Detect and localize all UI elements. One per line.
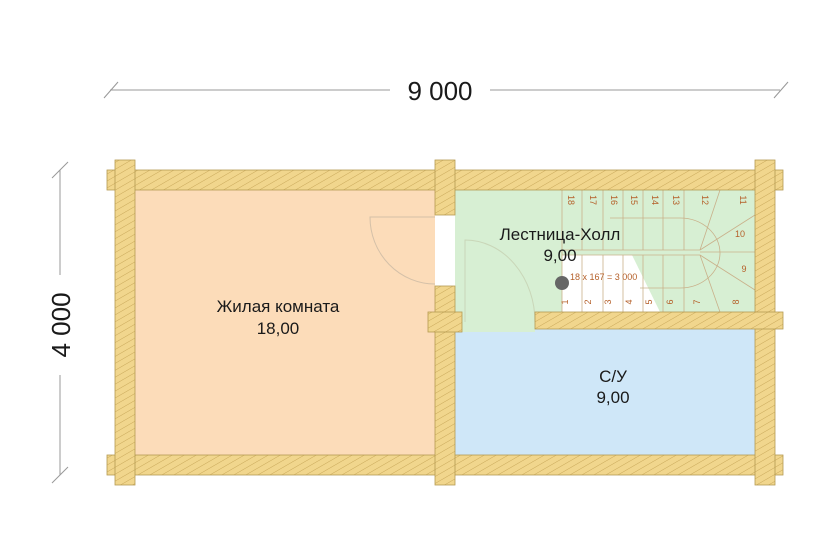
living-door-swing <box>369 216 436 285</box>
width-dimension <box>103 81 789 99</box>
step-number: 15 <box>629 195 639 205</box>
bath-name: С/У <box>599 367 627 386</box>
bath-area: 9,00 <box>596 388 629 407</box>
height-dimension-label: 4 000 <box>46 292 76 357</box>
step-number: 9 <box>741 264 746 274</box>
hall-door-area <box>455 322 535 332</box>
living-room-name: Жилая комната <box>217 297 340 316</box>
step-number: 1 <box>560 299 570 304</box>
walls <box>106 159 784 486</box>
staircase <box>561 189 756 313</box>
width-dimension-label: 9 000 <box>407 76 472 106</box>
height-dimension <box>51 161 69 484</box>
step-number: 10 <box>735 229 745 239</box>
bath-floor <box>455 322 755 455</box>
stair-start-marker <box>555 276 569 290</box>
step-number: 2 <box>583 299 593 304</box>
living-room-floor <box>135 190 435 455</box>
step-number: 11 <box>738 195 748 204</box>
step-number: 18 <box>566 195 576 205</box>
stair-formula: 18 x 167 = 3 000 <box>570 272 637 282</box>
step-number: 14 <box>650 195 660 205</box>
step-number: 4 <box>624 299 634 304</box>
step-number: 6 <box>665 299 675 304</box>
step-number: 16 <box>609 195 619 205</box>
hall-door-swing <box>464 239 536 323</box>
living-room-area: 18,00 <box>257 319 300 338</box>
hall-area: 9,00 <box>543 246 576 265</box>
step-number: 8 <box>731 299 741 304</box>
step-number: 13 <box>671 195 681 205</box>
step-number: 3 <box>603 299 613 304</box>
step-number: 12 <box>700 195 710 205</box>
step-number: 7 <box>692 299 702 304</box>
step-number: 5 <box>644 299 654 304</box>
step-number: 17 <box>588 195 598 205</box>
hall-name: Лестница-Холл <box>500 225 621 244</box>
